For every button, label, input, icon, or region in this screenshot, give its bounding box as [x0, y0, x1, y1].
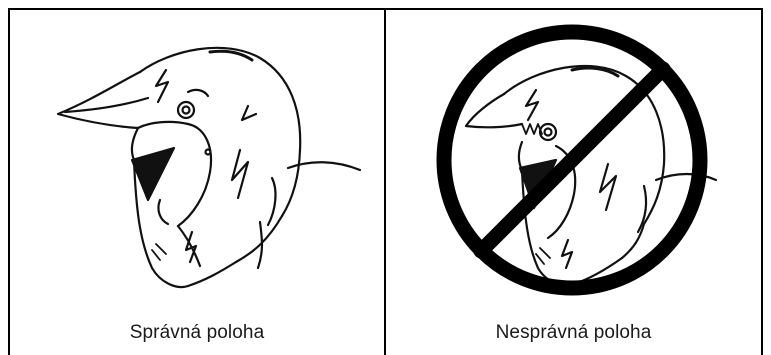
- prohibition-icon: [386, 10, 761, 310]
- panel-caption-correct: Správná poloha: [10, 322, 384, 344]
- panel-incorrect: Nesprávná poloha: [386, 10, 761, 355]
- panel-caption-incorrect: Nesprávná poloha: [386, 322, 761, 344]
- helmet-correct-icon: [10, 10, 384, 310]
- panel-correct: Správná poloha: [10, 10, 384, 355]
- table-border-right: [761, 8, 763, 355]
